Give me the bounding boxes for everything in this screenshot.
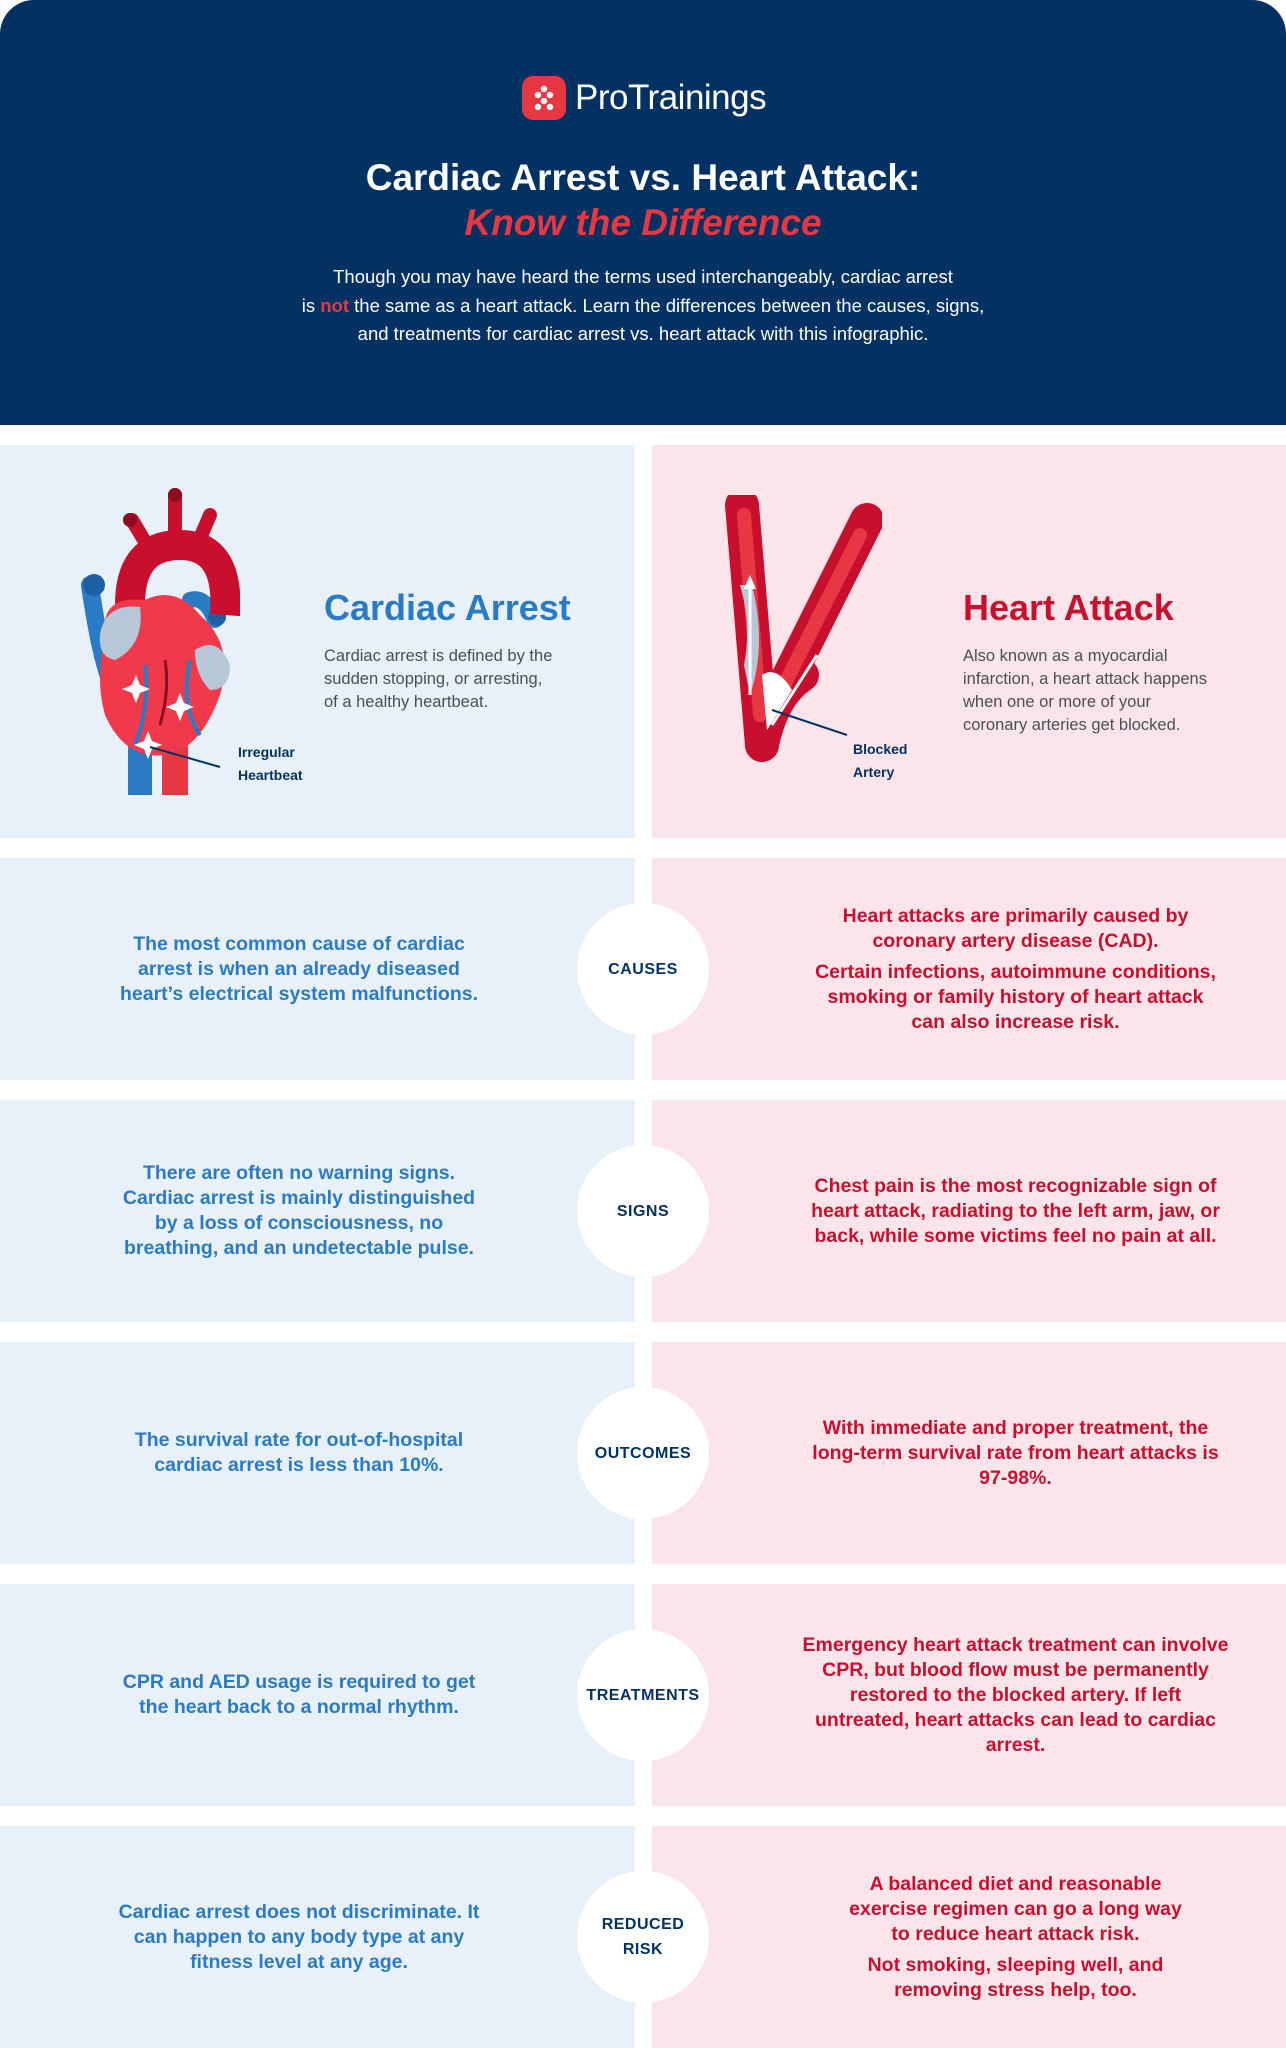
reduced-risk-label: REDUCED RISK [577,1871,709,2003]
intro-line: is not the same as a heart attack. Learn… [301,294,985,316]
heart-attack-heading: Heart Attack [963,587,1174,628]
logo-text: ProTrainings [575,78,767,117]
page-title: Cardiac Arrest vs. Heart Attack: [365,157,921,198]
treatments-left-panel [0,1584,635,1806]
intro-line: and treatments for cardiac arrest vs. he… [357,323,929,344]
heart-illustration-icon [81,488,240,795]
reduced-risk-cardiac-arrest-text: Cardiac arrest does not discriminate. It… [118,1900,480,1973]
treatments-label: TREATMENTS [577,1629,709,1761]
heart-attack-panel: Heart Attack Also known as a myocardial … [652,445,1286,838]
causes-label: CAUSES [577,903,709,1035]
outcomes-cardiac-arrest-text: The survival rate for out-of-hospital ca… [134,1429,464,1476]
heart-attack-description: Also known as a myocardial infarction, a… [963,647,1207,734]
causes-left-panel [0,858,635,1080]
blocked-artery-label: Blocked Artery [853,741,908,780]
intro-paragraph: Though you may have heard the terms used… [243,263,1043,349]
protrainings-logo-icon [522,76,566,120]
causes-right-panel [652,858,1286,1080]
causes-heart-attack-text: Heart attacks are primarily caused by co… [815,904,1216,1033]
logo: ProTrainings [522,75,767,121]
signs-cardiac-arrest-text: There are often no warning signs. Cardia… [122,1162,476,1259]
cardiac-arrest-description: Cardiac arrest is defined by the sudden … [324,647,553,711]
intro-line: Though you may have heard the terms used… [333,266,953,287]
reduced-risk-left-panel [0,1826,635,2048]
causes-cardiac-arrest-text: The most common cause of cardiac arrest … [119,932,478,1005]
outcomes-heart-attack-text: With immediate and proper treatment, the… [812,1416,1219,1489]
irregular-heartbeat-label: Irregular Heartbeat [238,744,303,783]
blocked-artery-illustration-icon [725,495,882,762]
cardiac-arrest-panel: Cardiac Arrest Cardiac arrest is defined… [0,445,635,838]
treatments-heart-attack-text: Emergency heart attack treatment can inv… [802,1633,1229,1756]
signs-right-panel [652,1100,1286,1322]
intro-highlight: not [320,294,350,316]
header-banner: ProTrainings Cardiac Arrest vs. Heart At… [0,0,1286,425]
treatments-right-panel [652,1584,1286,1806]
outcomes-right-panel [652,1342,1286,1564]
outcomes-left-panel [0,1342,635,1564]
cardiac-arrest-heading: Cardiac Arrest [324,587,571,628]
page-subtitle: Know the Difference [464,202,822,243]
signs-left-panel [0,1100,635,1322]
reduced-risk-right-panel [652,1826,1286,2048]
outcomes-label: OUTCOMES [577,1387,709,1519]
treatments-cardiac-arrest-text: CPR and AED usage is required to get the… [122,1671,476,1718]
signs-label: SIGNS [577,1145,709,1277]
reduced-risk-heart-attack-text: A balanced diet and reasonable exercise … [849,1872,1182,2001]
signs-heart-attack-text: Chest pain is the most recognizable sign… [811,1174,1220,1247]
